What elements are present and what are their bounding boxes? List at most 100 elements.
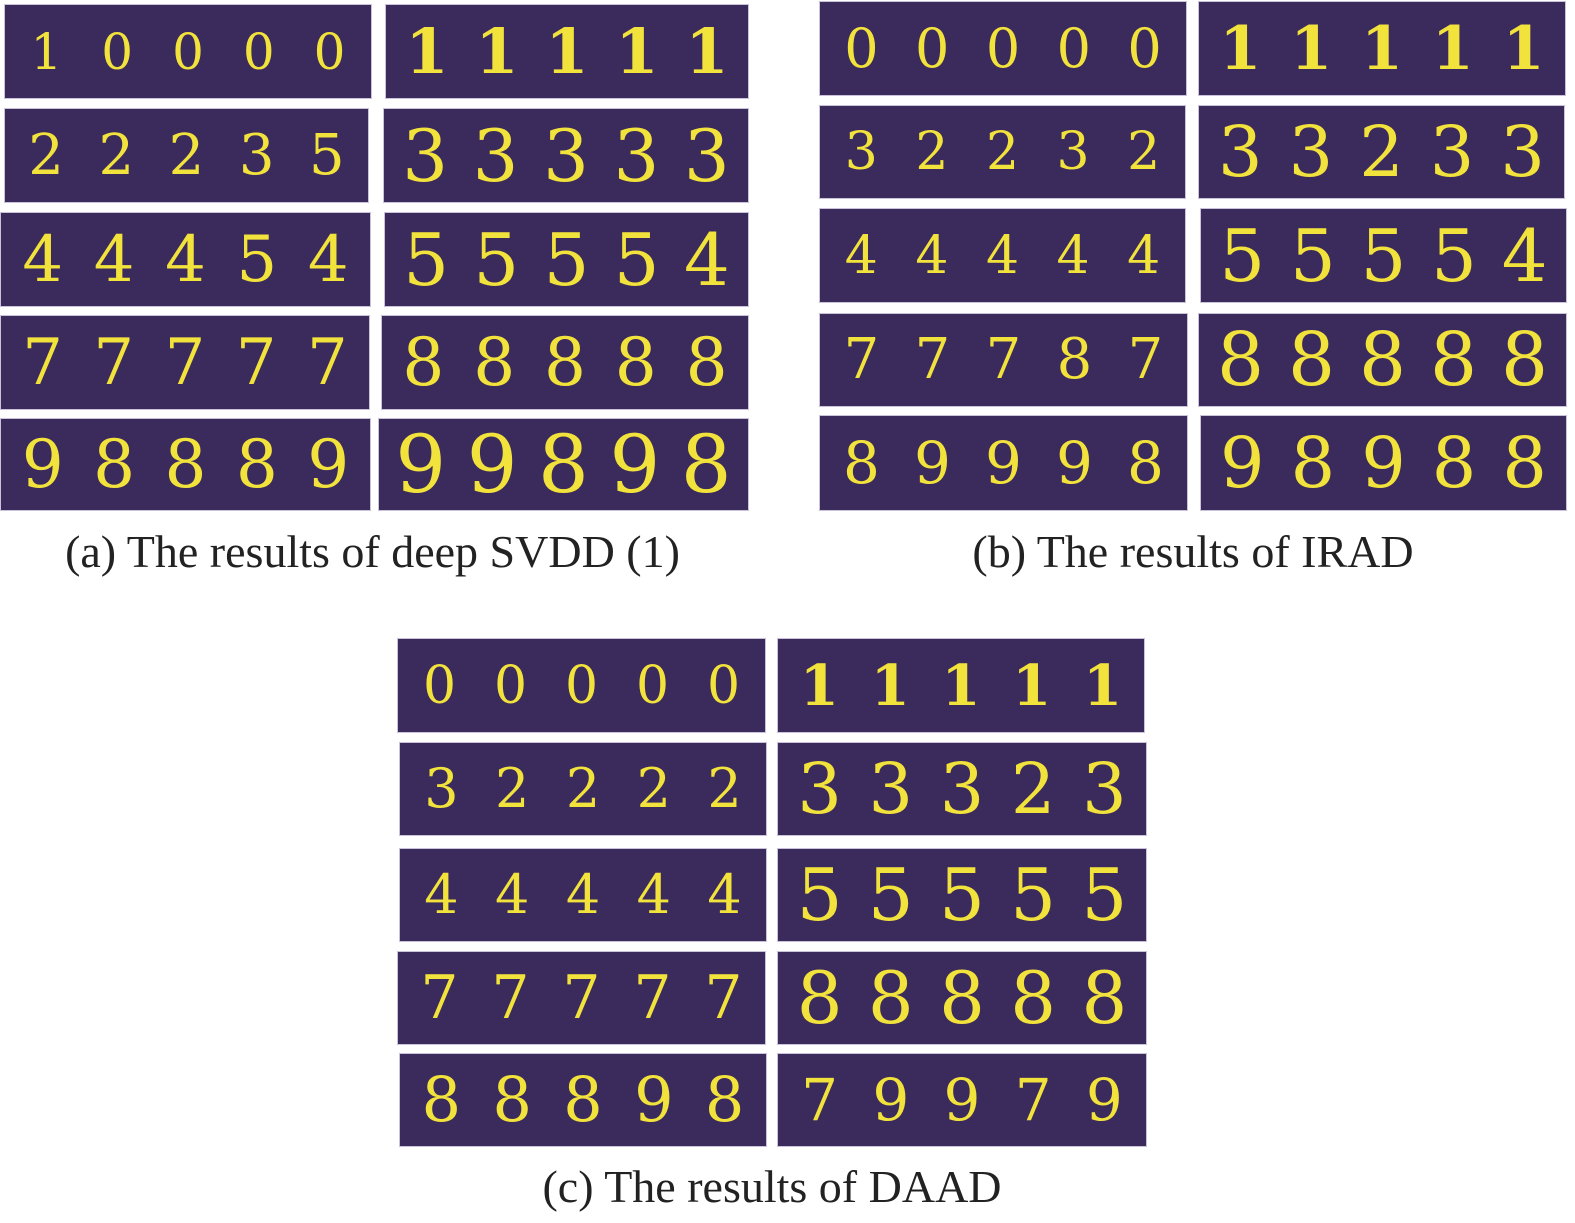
caption-c: (c) The results of DAAD [542, 1161, 1002, 1212]
digit: 9 [1085, 1066, 1123, 1134]
digit: 0 [242, 22, 275, 81]
digit: 8 [1010, 956, 1057, 1040]
digit: 5 [1360, 213, 1407, 298]
digit: 5 [309, 122, 345, 188]
digit: 4 [565, 863, 601, 926]
digit: 8 [492, 1063, 532, 1136]
digit: 1 [615, 14, 659, 88]
digit: 4 [636, 863, 671, 926]
digit: 0 [915, 16, 950, 80]
digit: 9 [609, 418, 661, 511]
digit: 0 [493, 655, 528, 716]
digit: 2 [707, 757, 742, 820]
digit: 5 [796, 853, 843, 937]
digit: 0 [635, 655, 670, 716]
digit: 0 [1056, 16, 1091, 80]
digit: 7 [704, 963, 743, 1033]
digit: 4 [985, 225, 1020, 286]
digit: 5 [236, 222, 278, 297]
digit: 9 [1056, 429, 1093, 497]
digit: 1 [941, 652, 981, 719]
digit: 9 [395, 418, 447, 511]
digit: 1 [1502, 13, 1545, 84]
digit: 8 [1056, 327, 1093, 392]
caption-b: (b) The results of IRAD [972, 526, 1414, 577]
digit: 4 [915, 225, 949, 286]
digit: 0 [844, 16, 879, 80]
digit: 1 [1361, 13, 1403, 84]
digit: 7 [633, 963, 672, 1033]
digit: 4 [165, 222, 206, 297]
digit: 7 [562, 963, 601, 1033]
digit: 9 [307, 425, 350, 503]
digit: 4 [495, 863, 530, 926]
digit: 7 [22, 325, 63, 400]
digit: 8 [235, 425, 278, 503]
digit: 1 [475, 14, 519, 88]
digit: 5 [1010, 853, 1057, 937]
digit: 3 [543, 113, 589, 198]
digit: 8 [1358, 317, 1407, 403]
digit: 8 [796, 956, 843, 1040]
digit: 0 [985, 16, 1021, 80]
digit: 2 [28, 122, 64, 188]
digit: 7 [164, 325, 206, 400]
digit: 8 [538, 418, 589, 511]
digit: 9 [943, 1066, 981, 1134]
digit: 0 [172, 22, 204, 81]
digit: 3 [1056, 122, 1090, 182]
digit: 8 [843, 429, 880, 497]
digit: 3 [424, 757, 459, 820]
digit: 2 [915, 122, 949, 182]
digit: 8 [867, 956, 914, 1040]
digit: 9 [21, 425, 64, 503]
digit: 4 [93, 222, 135, 297]
digit: 9 [634, 1063, 674, 1136]
digit: 8 [614, 323, 657, 401]
digit: 9 [985, 429, 1022, 497]
digit: 2 [168, 122, 205, 188]
digit: 5 [613, 217, 660, 302]
digit: 8 [1502, 422, 1547, 504]
digit: 1 [1431, 13, 1474, 84]
digit: 2 [985, 122, 1020, 182]
digit: 4 [707, 863, 742, 926]
digit: 1 [799, 652, 839, 719]
digit: 5 [1081, 853, 1128, 937]
digit: 3 [613, 113, 660, 198]
digit: 0 [706, 655, 741, 716]
digit: 8 [164, 425, 207, 503]
digit: 5 [1289, 213, 1336, 298]
digit: 8 [1429, 317, 1478, 403]
digit: 7 [93, 325, 135, 400]
digit: 7 [306, 325, 348, 400]
digit: 5 [543, 217, 590, 302]
digit: 9 [1220, 422, 1265, 504]
digit: 7 [491, 963, 530, 1033]
digit: 8 [543, 323, 586, 401]
digit: 2 [1010, 748, 1056, 830]
digit: 0 [101, 22, 134, 81]
digit: 7 [1014, 1066, 1052, 1134]
digit: 1 [685, 14, 729, 88]
digit: 8 [685, 323, 728, 401]
digit: 1 [30, 22, 63, 81]
digit: 9 [872, 1066, 910, 1134]
